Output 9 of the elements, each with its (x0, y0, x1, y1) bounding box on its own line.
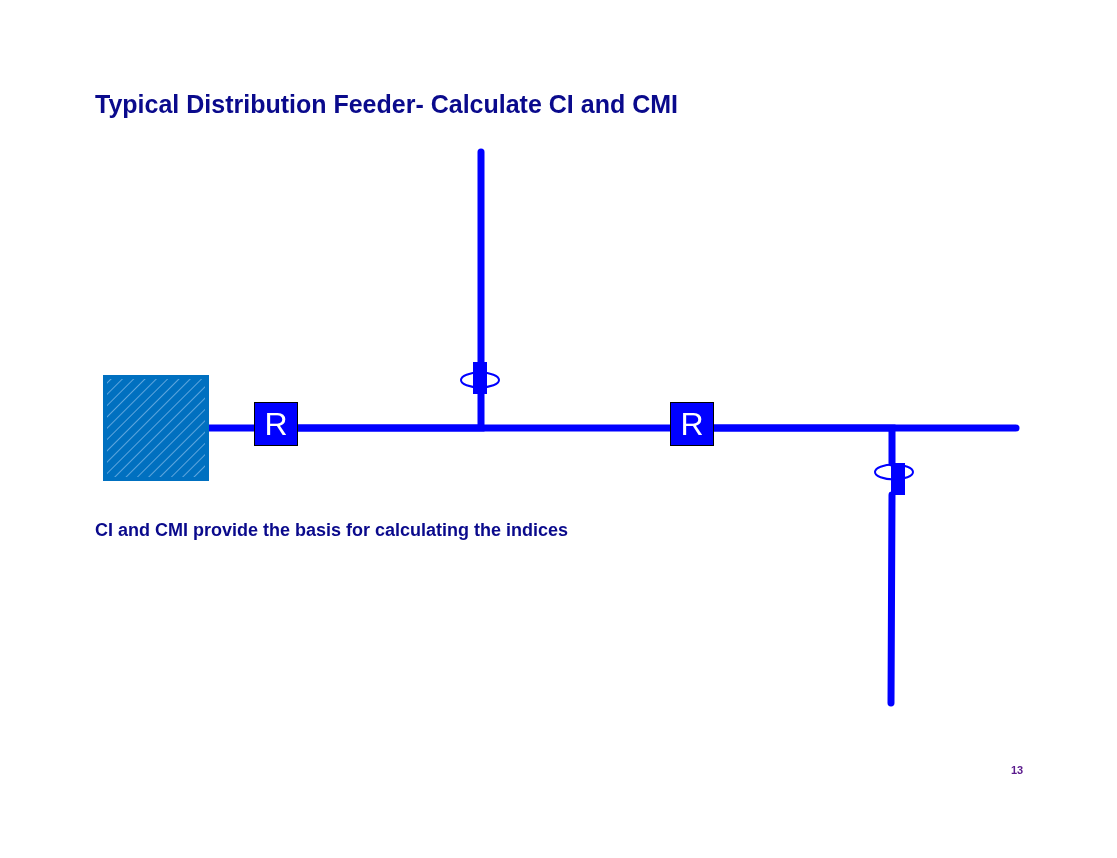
feeder-line (887, 491, 896, 707)
recloser-box: R (254, 402, 298, 446)
substation-box (103, 375, 209, 481)
recloser-box: R (670, 402, 714, 446)
page-number: 13 (1011, 763, 1024, 778)
note-text: CI and CMI provide the basis for calculating the indices (95, 519, 569, 542)
fuse-symbol (459, 362, 501, 394)
slide-title: Typical Distribution Feeder- Calculate CI and CMI (95, 89, 678, 120)
fuse-symbol (873, 463, 915, 495)
